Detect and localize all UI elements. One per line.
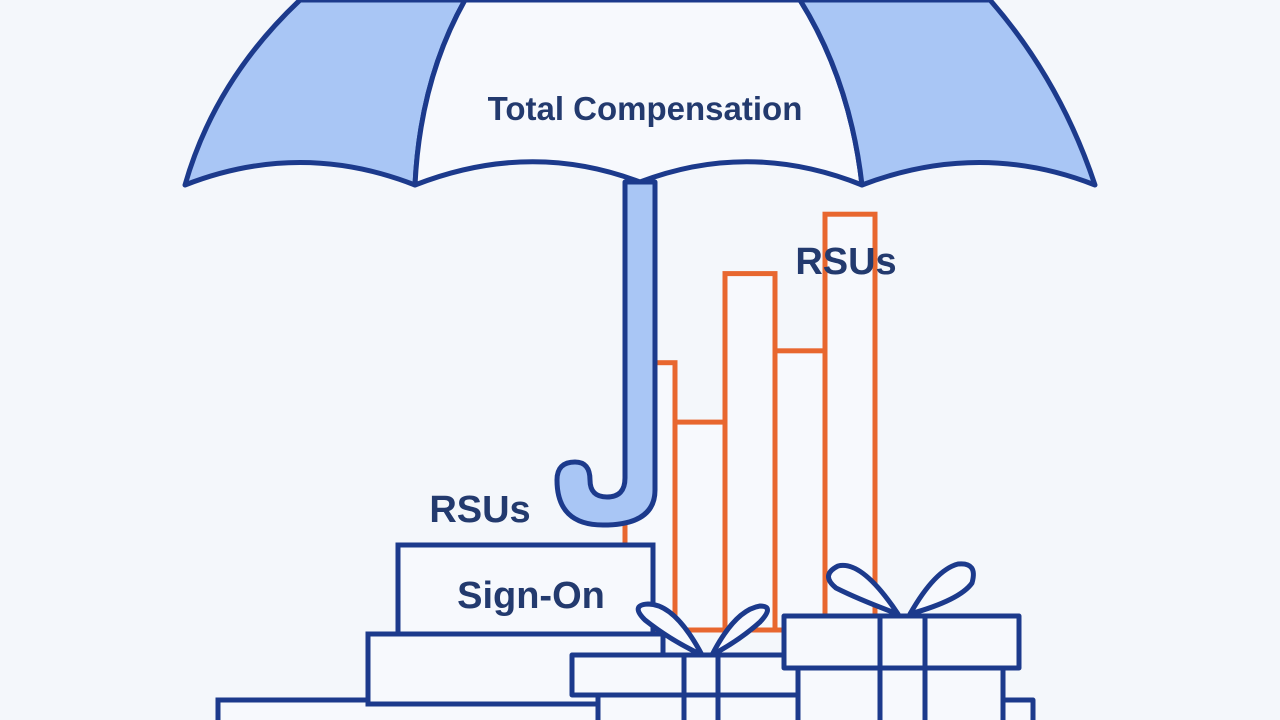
bars-label: RSUs: [795, 241, 896, 283]
gift-box-right: [781, 561, 1036, 720]
gift-center-bow-left: [635, 601, 705, 658]
gift-right-bow-right: [907, 561, 976, 617]
rsu-bar: [722, 271, 778, 633]
umbrella-label: Total Compensation: [488, 90, 803, 127]
canopy-right-panel: [797, 0, 1098, 188]
umbrella-canopy: [182, 0, 1098, 188]
umbrella-handle: [554, 179, 658, 528]
rsu-bar-chart: [622, 211, 878, 633]
box-label: Sign-On: [457, 575, 605, 617]
gift-right-lid: [781, 613, 1022, 671]
rsu-bar: [772, 348, 828, 633]
rsu-bar: [822, 211, 878, 633]
gift-center-body: [595, 692, 801, 720]
gift-center-bow-right: [709, 603, 770, 658]
gift-right-body: [795, 665, 1006, 720]
box-stack: [215, 542, 666, 720]
gift-right-bow-left: [826, 562, 901, 617]
stack-label: RSUs: [429, 489, 530, 531]
gift-center-ribbon: [681, 655, 721, 720]
gift-box-center: [569, 601, 827, 720]
gift-right-ribbon: [877, 616, 928, 720]
rsu-bar: [672, 419, 728, 633]
gift-far-right-edge: [1000, 697, 1036, 720]
box-sign-on: [395, 542, 656, 637]
umbrella-shaft: [554, 179, 658, 528]
